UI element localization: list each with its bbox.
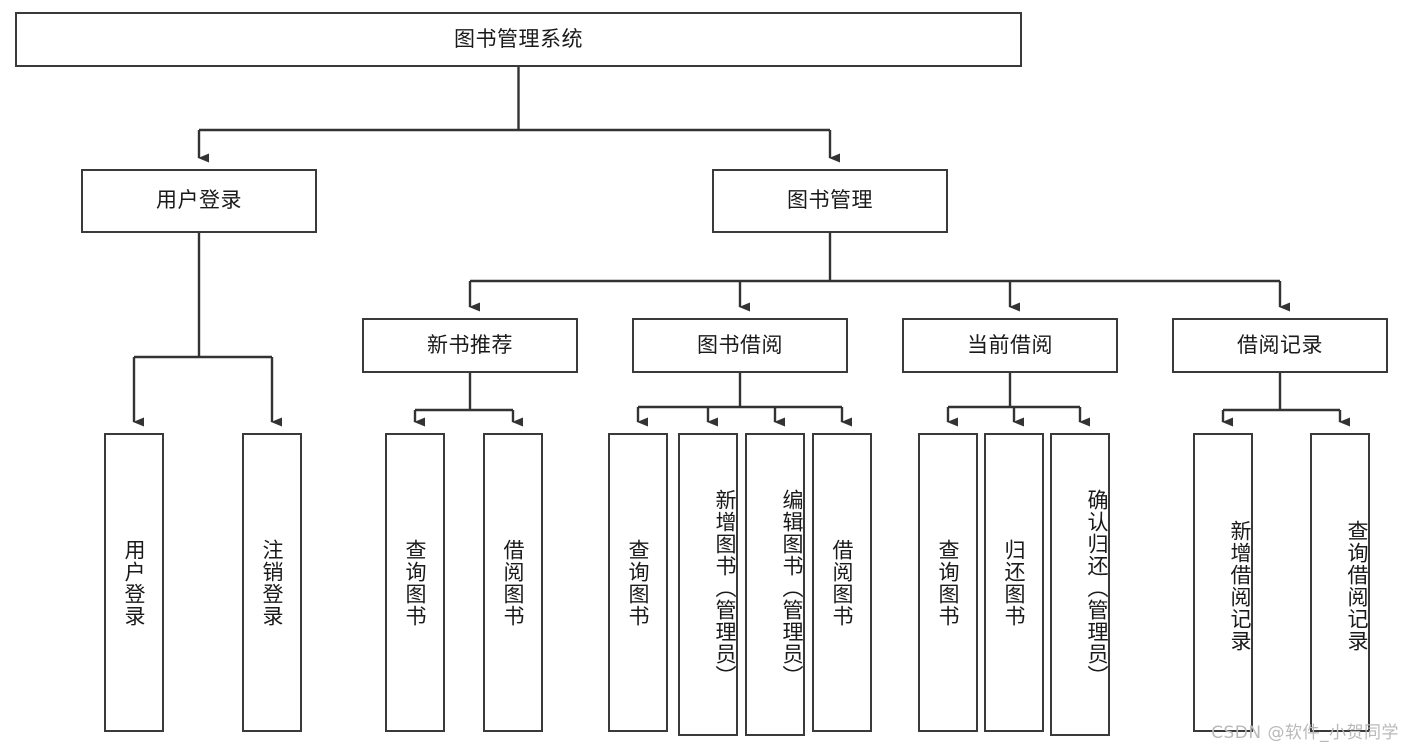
node-bookmgmt[interactable]: 图书管理 bbox=[712, 169, 948, 233]
node-leaf-6[interactable]: 新增图书（管理员） bbox=[678, 433, 738, 736]
node-current[interactable]: 当前借阅 bbox=[902, 318, 1118, 373]
node-label: 新增图书（管理员） bbox=[713, 488, 737, 687]
node-label: 确认归还（管理员） bbox=[1085, 488, 1109, 687]
node-leaf-5[interactable]: 查询图书 bbox=[608, 433, 668, 732]
node-label: 查询图书 bbox=[403, 538, 428, 627]
node-label: 用户登录 bbox=[122, 538, 147, 627]
node-leaf-8[interactable]: 借阅图书 bbox=[812, 433, 872, 732]
node-login[interactable]: 用户登录 bbox=[81, 169, 317, 233]
node-label: 借阅图书 bbox=[501, 538, 526, 627]
node-leaf-13[interactable]: 查询借阅记录 bbox=[1310, 433, 1370, 732]
node-leaf-10[interactable]: 归还图书 bbox=[984, 433, 1044, 732]
node-label: 查询图书 bbox=[936, 538, 961, 627]
node-label: 注销登录 bbox=[260, 538, 285, 627]
node-label: 图书管理系统 bbox=[454, 26, 583, 51]
node-label: 新书推荐 bbox=[427, 332, 513, 357]
node-label: 用户登录 bbox=[156, 188, 242, 213]
node-label: 归还图书 bbox=[1002, 538, 1027, 627]
node-leaf-1[interactable]: 用户登录 bbox=[104, 433, 164, 732]
node-label: 查询借阅记录 bbox=[1345, 519, 1369, 652]
node-label: 图书管理 bbox=[787, 188, 873, 213]
node-newbook[interactable]: 新书推荐 bbox=[362, 318, 578, 373]
node-label: 借阅记录 bbox=[1237, 332, 1323, 357]
node-leaf-12[interactable]: 新增借阅记录 bbox=[1193, 433, 1253, 732]
node-records[interactable]: 借阅记录 bbox=[1172, 318, 1388, 373]
node-label: 图书借阅 bbox=[697, 332, 783, 357]
node-leaf-3[interactable]: 查询图书 bbox=[385, 433, 445, 732]
node-label: 新增借阅记录 bbox=[1228, 519, 1252, 652]
node-leaf-2[interactable]: 注销登录 bbox=[242, 433, 302, 732]
node-label: 借阅图书 bbox=[830, 538, 855, 627]
node-leaf-4[interactable]: 借阅图书 bbox=[483, 433, 543, 732]
node-label: 查询图书 bbox=[626, 538, 651, 627]
node-leaf-9[interactable]: 查询图书 bbox=[918, 433, 978, 732]
node-leaf-7[interactable]: 编辑图书（管理员） bbox=[745, 433, 805, 736]
node-borrow[interactable]: 图书借阅 bbox=[632, 318, 848, 373]
csdn-watermark: CSDN @软件_小贺同学 bbox=[1211, 723, 1399, 743]
node-leaf-11[interactable]: 确认归还（管理员） bbox=[1050, 433, 1110, 736]
node-label: 编辑图书（管理员） bbox=[780, 488, 804, 687]
node-root[interactable]: 图书管理系统 bbox=[15, 12, 1022, 67]
node-label: 当前借阅 bbox=[967, 332, 1053, 357]
